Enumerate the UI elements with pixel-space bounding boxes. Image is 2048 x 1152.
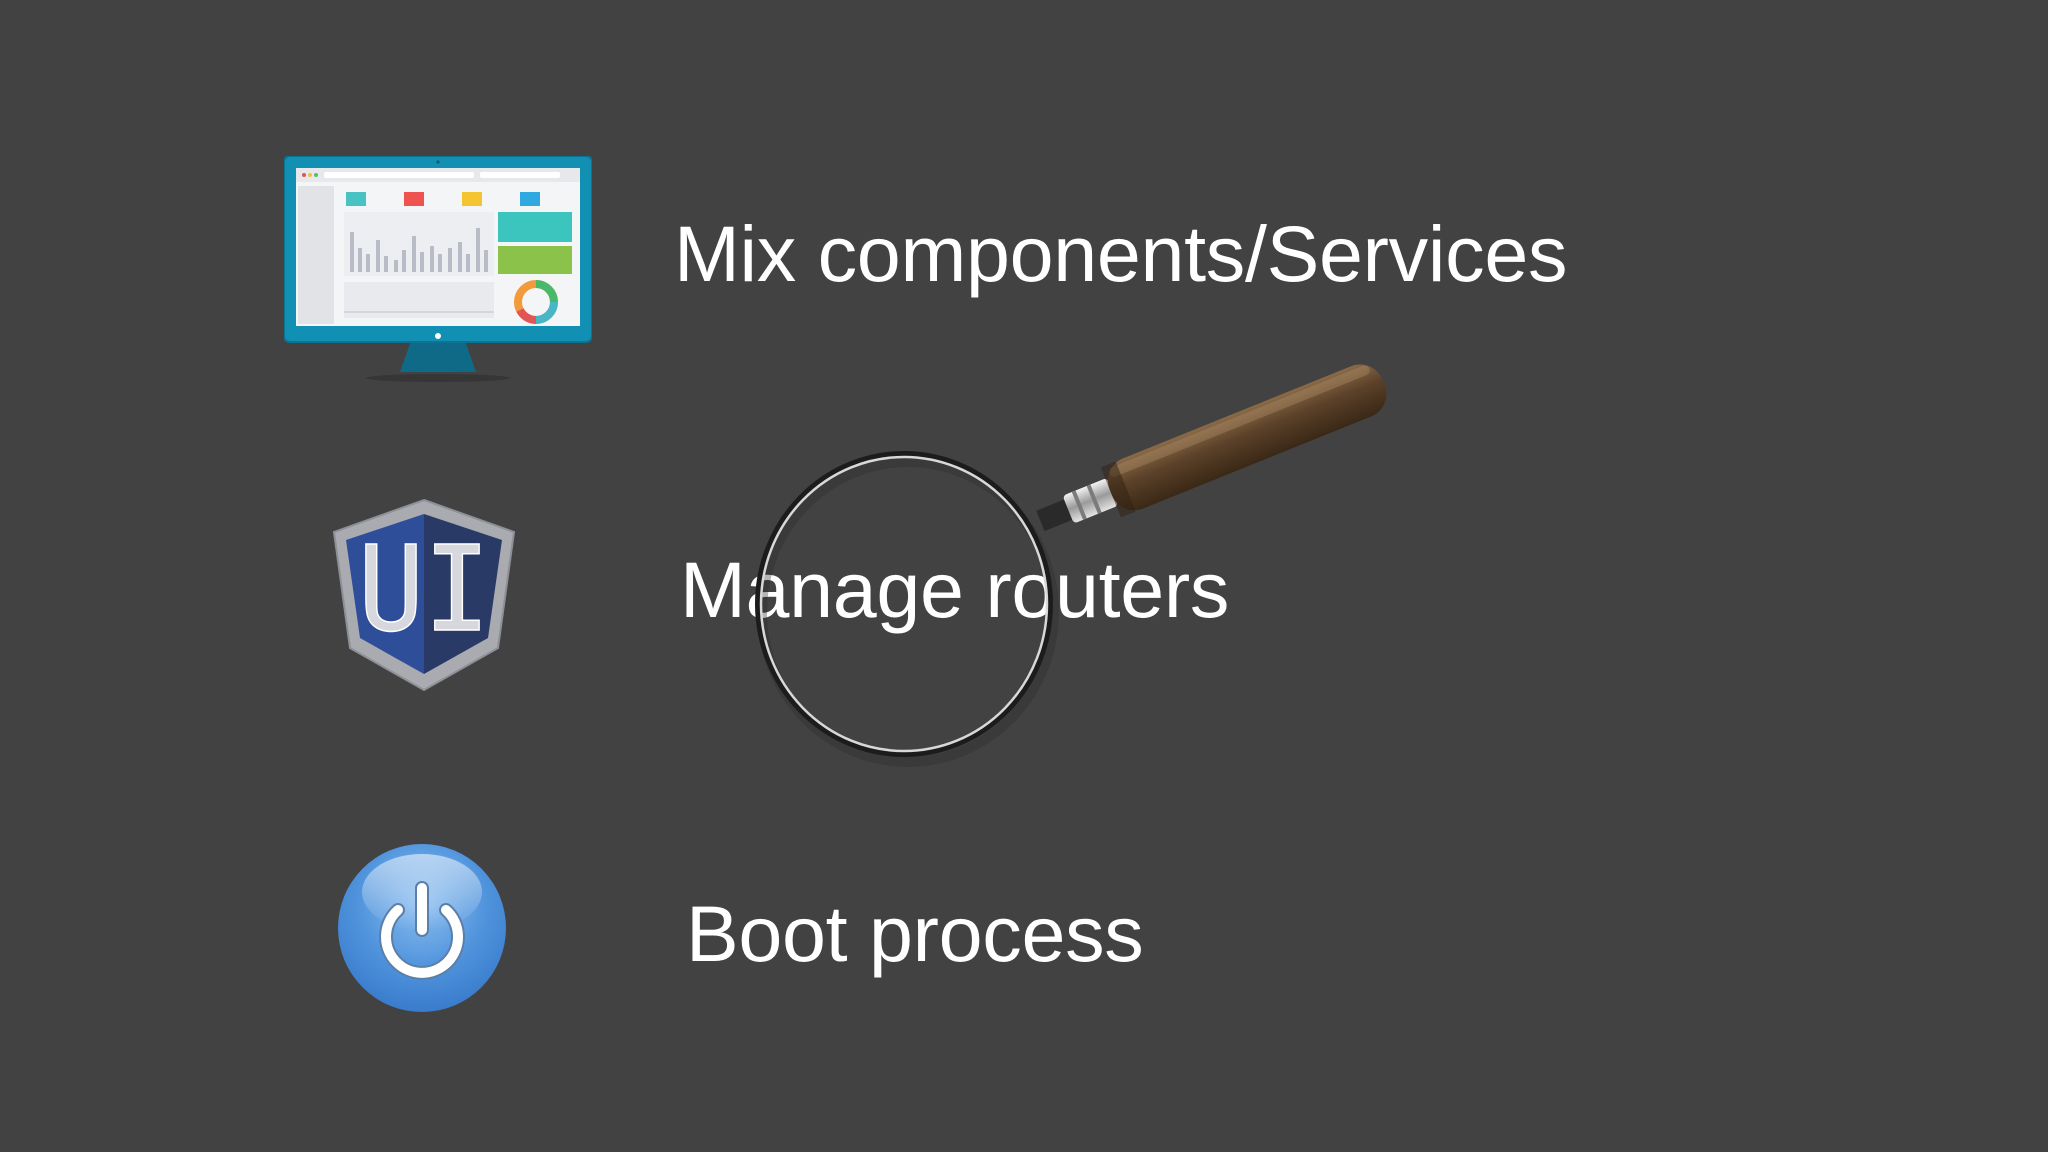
item-label-boot-process: Boot process	[686, 889, 1144, 978]
ui-badge-text: UI	[358, 520, 490, 658]
power-icon	[338, 844, 506, 1012]
ui-shield-icon: UI	[332, 498, 516, 692]
item-label-manage-routers: Manage routers	[680, 545, 1230, 634]
dashboard-monitor-icon	[284, 156, 592, 382]
item-label-mix-components: Mix components/Services	[674, 209, 1568, 298]
